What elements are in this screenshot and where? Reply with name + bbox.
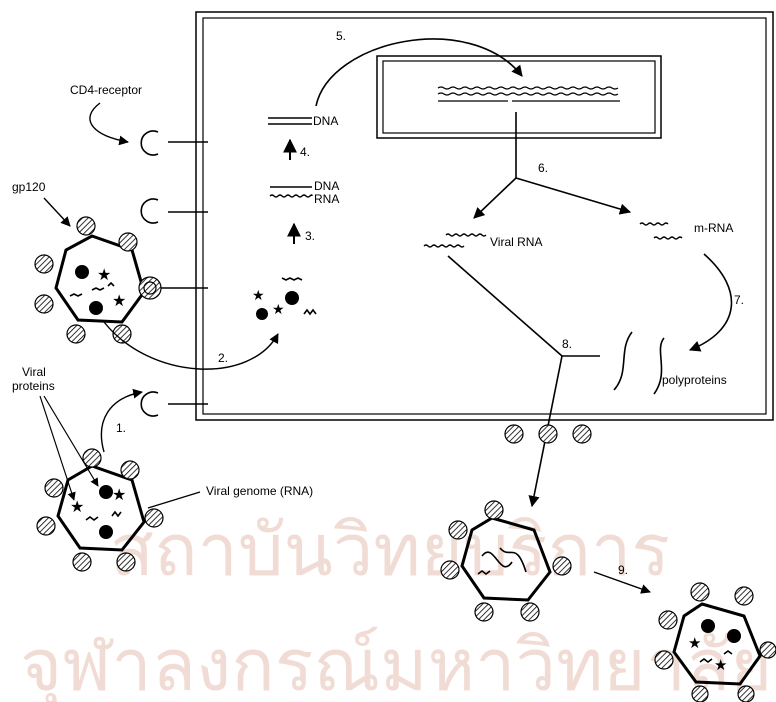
step-1: 1.	[116, 421, 126, 435]
rna-mid-label: RNA	[314, 192, 339, 206]
step-9: 9.	[618, 563, 628, 577]
host-cell	[196, 12, 773, 420]
viral-proteins-label-line2: proteins	[12, 379, 55, 393]
receptor-1	[141, 131, 158, 155]
dna-mid-label: DNA	[314, 179, 339, 193]
receptor-2	[141, 199, 158, 223]
gp120-label: gp120	[12, 180, 46, 194]
cd4-receptor-label: CD4-receptor	[70, 83, 142, 97]
svg-text:★: ★	[70, 497, 84, 516]
step6-arrows	[474, 112, 630, 218]
receptor-4	[141, 392, 158, 416]
watermark-line1: สถาบันวิทยบริการ	[110, 508, 670, 592]
m-rna-label: m-RNA	[694, 221, 733, 235]
ds-dna	[268, 118, 312, 124]
gp120-arrow	[44, 198, 70, 226]
viral-genome-pointer	[148, 492, 200, 508]
integrated-dna	[438, 87, 620, 101]
step-2: 2.	[218, 351, 228, 365]
released-core: ★ ★	[252, 278, 316, 320]
viral-rna-label: Viral RNA	[490, 235, 542, 249]
m-rna	[640, 223, 682, 239]
dna-top-label: DNA	[313, 114, 338, 128]
polyproteins-label: polyproteins	[662, 373, 727, 387]
step-4: 4.	[300, 145, 310, 159]
step-6: 6.	[538, 161, 548, 175]
budding-spikes	[505, 425, 591, 443]
viral-genome-label: Viral genome (RNA)	[206, 484, 313, 498]
svg-text:★: ★	[252, 288, 265, 304]
svg-text:★: ★	[688, 634, 701, 652]
svg-text:★: ★	[112, 291, 126, 310]
step5-arrow	[316, 39, 522, 106]
step-3: 3.	[305, 229, 315, 243]
svg-text:★: ★	[97, 265, 111, 284]
svg-text:★: ★	[714, 656, 727, 674]
dna-rna-hybrid	[270, 187, 312, 197]
nucleus	[377, 56, 661, 138]
step-8: 8.	[562, 337, 572, 351]
step-7: 7.	[734, 293, 744, 307]
step-5: 5.	[336, 29, 346, 43]
viral-rna	[424, 234, 486, 247]
cd4-receptors	[141, 131, 208, 416]
viral-proteins-label-line1: Viral	[22, 365, 46, 379]
svg-text:★: ★	[272, 302, 285, 318]
cd4-receptor-arrow	[90, 103, 128, 142]
step8-lines	[448, 256, 600, 506]
polyprotein-strands	[614, 332, 664, 394]
virion-binding: ★ ★	[35, 217, 161, 343]
step7-arrow	[690, 254, 731, 350]
svg-text:★: ★	[112, 485, 126, 504]
